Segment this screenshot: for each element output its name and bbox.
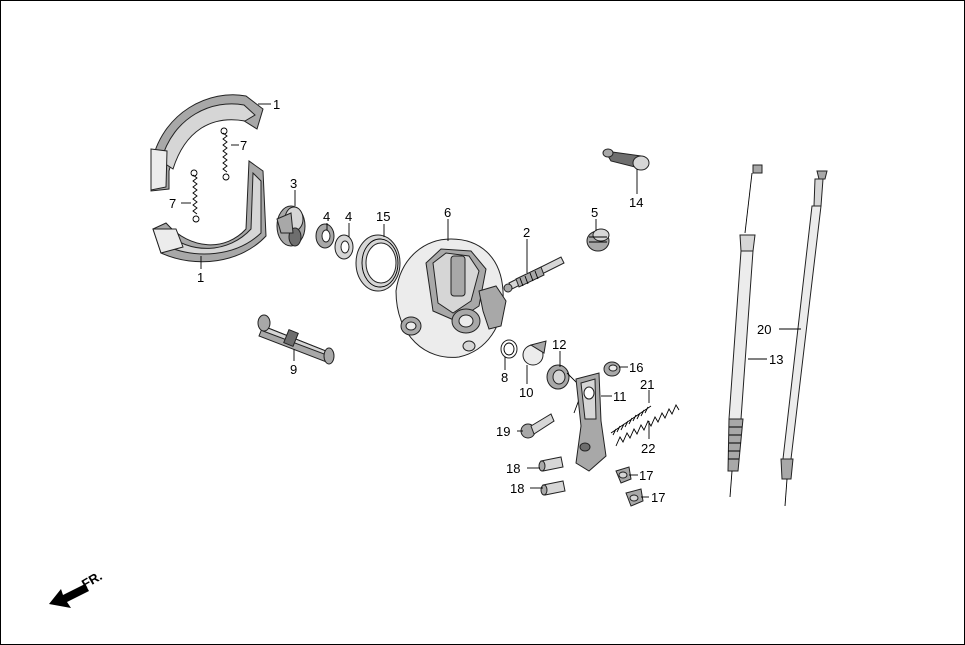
callout-1-bottom: 1 — [197, 270, 204, 285]
brake-cable — [727, 164, 763, 498]
callout-20: 20 — [757, 322, 771, 337]
callout-13: 13 — [769, 352, 783, 367]
callout-9: 9 — [290, 362, 297, 377]
callout-7a: 7 — [240, 138, 247, 153]
brake-panel — [395, 238, 507, 358]
spring-21 — [610, 405, 652, 436]
callout-18b: 18 — [510, 481, 524, 496]
callout-21: 21 — [640, 377, 654, 392]
callout-4b: 4 — [345, 209, 352, 224]
callout-17b: 17 — [651, 490, 665, 505]
pin-18a — [538, 456, 564, 472]
callout-22: 22 — [641, 441, 655, 456]
dust-seal — [355, 234, 401, 292]
speedometer-shaft — [503, 256, 565, 293]
nut-17a — [615, 466, 632, 484]
leader-lines — [181, 103, 801, 498]
callout-17a: 17 — [639, 468, 653, 483]
callout-8: 8 — [501, 370, 508, 385]
nut-17b — [625, 488, 644, 507]
torsion-spring — [546, 364, 584, 414]
speedometer-cable — [780, 170, 828, 507]
nut-16 — [603, 361, 621, 377]
callout-18a: 18 — [506, 461, 520, 476]
spring-22 — [615, 404, 680, 447]
callout-7b: 7 — [169, 196, 176, 211]
callout-2: 2 — [523, 225, 530, 240]
cam-shaft — [257, 314, 335, 365]
callout-16: 16 — [629, 360, 643, 375]
circlip — [500, 339, 518, 359]
brake-arm — [575, 372, 607, 472]
callout-5: 5 — [591, 205, 598, 220]
callout-4a: 4 — [323, 209, 330, 224]
front-direction-arrow — [49, 584, 89, 608]
callout-3: 3 — [290, 176, 297, 191]
callout-15: 15 — [376, 209, 390, 224]
brake-shoe-lower — [152, 160, 267, 263]
callout-19: 19 — [496, 424, 510, 439]
callout-6: 6 — [444, 205, 451, 220]
callout-14: 14 — [629, 195, 643, 210]
callout-12: 12 — [552, 337, 566, 352]
pin-18b — [540, 480, 566, 496]
return-spring-upper — [220, 127, 230, 181]
cable-sleeve — [602, 148, 650, 171]
brake-shoe-upper — [150, 94, 264, 192]
callout-1-top: 1 — [273, 97, 280, 112]
speedometer-bushing — [586, 228, 610, 252]
callout-11: 11 — [613, 389, 627, 404]
callout-10: 10 — [519, 385, 533, 400]
indicator-plate — [522, 340, 547, 366]
bolt-19 — [520, 413, 555, 439]
return-spring-lower — [190, 169, 200, 223]
washer-a — [315, 223, 335, 249]
speedometer-gear — [276, 205, 306, 247]
washer-b — [334, 234, 354, 260]
